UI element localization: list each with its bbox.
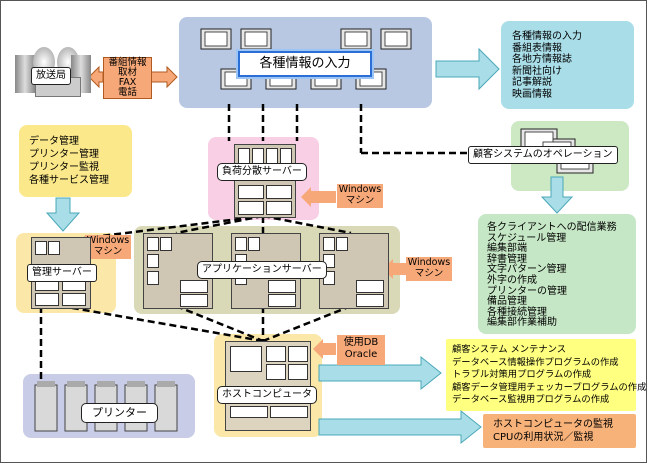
windows-tag-line: マシン [93, 246, 123, 257]
outputs-item: 番組表情報 [512, 42, 562, 54]
windows-tag-line: Windows [86, 235, 130, 246]
tasks-item: プリンターの管理 [487, 285, 567, 297]
monitor-panel [483, 414, 636, 448]
input-title: 各種情報の入力 [238, 51, 372, 77]
maintenance-arrow [318, 355, 442, 391]
printer-label: プリンター [81, 403, 158, 423]
info-tag-line: 電話 [117, 87, 137, 98]
windows-tag-line: Windows [407, 257, 451, 268]
maintenance-panel [446, 339, 636, 411]
connector-app3-host [262, 304, 352, 343]
tasks-list: 各クライアントへの配信業務 スケジュール管理 編集部端 辞書管理 文字パターン管… [487, 222, 617, 329]
outputs-item: 記事解説 [512, 77, 552, 88]
data-mgmt-item: データ管理 [29, 136, 79, 147]
maintenance-item: 顧客システム メンテナンス [452, 344, 567, 355]
app-server-rack-3 [319, 233, 389, 309]
data-mgmt-list: データ管理 プリンター管理 プリンター監視 各種サービス管理 [29, 135, 109, 187]
maintenance-item: 顧客データ管理用チェッカープログラムの作成 [452, 381, 647, 393]
info-tag-line: 取材 [117, 67, 137, 78]
db-tag-line: 使用DB [343, 337, 379, 348]
load-balancer-rack [234, 144, 296, 218]
connector-mgmt-host [60, 304, 264, 343]
maintenance-item: データベース情報操作プログラムの作成 [452, 356, 619, 368]
app-server-label: アプリケーションサーバー [197, 261, 327, 279]
operation-arrow [540, 176, 574, 214]
windows-tag-line: Windows [338, 184, 382, 195]
db-arrow [313, 339, 336, 359]
data-mgmt-item: プリンター監視 [29, 162, 99, 173]
monitor-item: CPUの利用状況／監視 [493, 431, 594, 443]
outputs-arrow [435, 47, 500, 91]
tasks-item: 各クライアントへの配信業務 [487, 222, 617, 233]
tasks-item: 各種接続管理 [487, 306, 547, 318]
outputs-item: 新聞社向け [512, 65, 562, 77]
tasks-item: 備品管理 [487, 296, 527, 308]
info-tag: 番組情報 取材 FAX 電話 [103, 57, 152, 99]
data-mgmt-item: 各種サービス管理 [29, 175, 109, 186]
windows-tag-line: マシン [345, 195, 375, 206]
maintenance-list: 顧客システム メンテナンス データベース情報操作プログラムの作成 トラブル対策用… [452, 344, 646, 407]
info-tag-line: FAX [118, 77, 137, 88]
outputs-panel [501, 21, 634, 109]
connector-lb-app3 [262, 214, 352, 235]
monitor-arrow [318, 409, 482, 445]
operation-label: 顧客システムのオペレーション [468, 146, 618, 164]
station-arrow-right [150, 65, 178, 89]
tasks-item: 文字パターン管理 [487, 264, 567, 276]
tasks-item: 編集部作業補助 [487, 317, 557, 329]
load-balancer-label: 負荷分散サーバー [217, 163, 307, 181]
info-tag-line: 番組情報 [108, 57, 147, 68]
tasks-item: 編集部端 [487, 243, 527, 255]
app-server-rack-1 [143, 233, 213, 309]
windows-tag-lb: Windows マシン [337, 184, 383, 208]
connector-app1-host [175, 304, 264, 343]
monitor-item: ホストコンピュータの監視 [493, 419, 613, 430]
mgmt-server-label: 管理サーバー [27, 264, 97, 282]
db-tag-line: Oracle [344, 349, 378, 360]
windows-tag-line: マシン [414, 268, 444, 279]
tasks-item: スケジュール管理 [487, 232, 567, 244]
db-tag: 使用DB Oracle [337, 335, 385, 365]
host-label: ホストコンピュータ [217, 386, 317, 404]
tasks-panel [478, 214, 636, 334]
station-label: 放送局 [31, 67, 71, 85]
data-mgmt-arrow [45, 197, 81, 232]
data-mgmt-panel [19, 125, 132, 197]
windows-tag-app: Windows マシン [406, 257, 452, 281]
maintenance-item: データベース監視用プログラムの作成 [452, 394, 610, 405]
maintenance-item: トラブル対策用プログラムの作成 [452, 369, 592, 380]
data-mgmt-item: プリンター管理 [29, 149, 99, 160]
tasks-item: 外字の作成 [487, 274, 537, 286]
windows-arrow-lb [301, 187, 336, 207]
outputs-item: 映画情報 [512, 88, 552, 100]
outputs-item: 各地方情報誌 [512, 54, 572, 65]
outputs-list: 各種情報の入力 番組表情報 各地方情報誌 新聞社向け 記事解説 映画情報 [512, 31, 582, 100]
windows-tag-mgmt: Windows マシン [85, 235, 131, 259]
tasks-item: 辞書管理 [487, 253, 527, 265]
monitor-list: ホストコンピュータの監視 CPUの利用状況／監視 [493, 419, 613, 444]
outputs-item: 各種情報の入力 [512, 31, 582, 42]
connector-lb-app1 [175, 214, 264, 235]
